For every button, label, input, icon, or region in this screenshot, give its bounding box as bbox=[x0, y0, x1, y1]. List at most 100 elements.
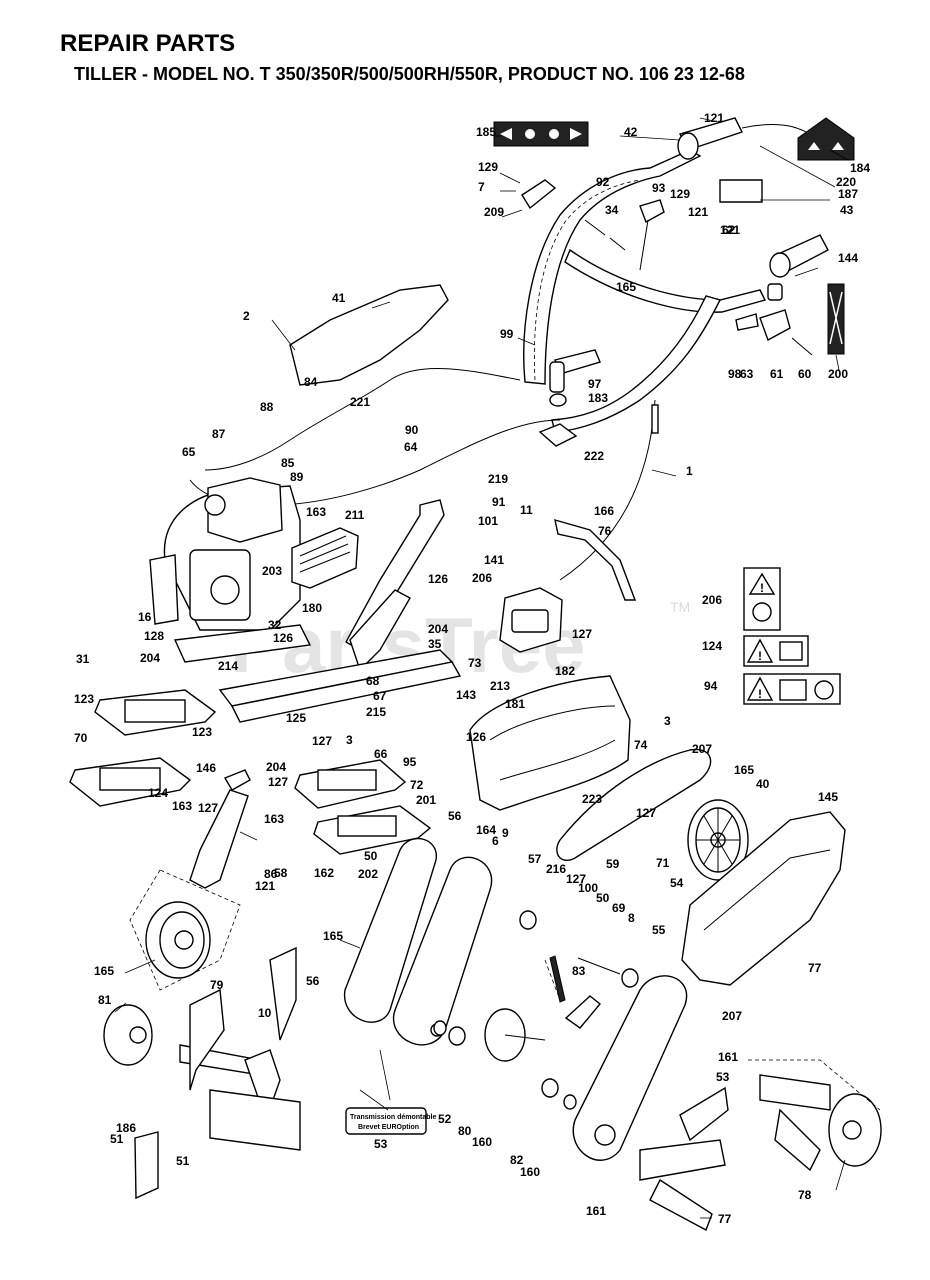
part-label: 97 bbox=[588, 377, 602, 391]
part-label: 124 bbox=[148, 786, 168, 800]
svg-text:!: ! bbox=[760, 581, 764, 595]
safety-decal-180: ! bbox=[743, 567, 781, 631]
part-label: 83 bbox=[572, 964, 586, 978]
part-label: 203 bbox=[262, 564, 282, 578]
part-label: 32 bbox=[268, 618, 282, 632]
decal-186-line1: Transmission démontable bbox=[350, 1114, 436, 1121]
part-label: 126 bbox=[273, 631, 293, 645]
part-label: 57 bbox=[528, 852, 542, 866]
part-label: 72 bbox=[410, 778, 424, 792]
part-label: 126 bbox=[428, 572, 448, 586]
part-label: 206 bbox=[702, 593, 722, 607]
part-label: 162 bbox=[314, 866, 334, 880]
part-label: 124 bbox=[702, 639, 722, 653]
part-label: 127 bbox=[268, 775, 288, 789]
part-label: 209 bbox=[484, 205, 504, 219]
part-label: 9 bbox=[502, 826, 509, 840]
part-label: 58 bbox=[274, 866, 288, 880]
part-label: 77 bbox=[808, 961, 822, 975]
part-label: 52 bbox=[438, 1112, 452, 1126]
part-label: 185 bbox=[476, 125, 496, 139]
part-label: 68 bbox=[366, 674, 380, 688]
tines-right bbox=[639, 1059, 882, 1231]
part-label: 84 bbox=[304, 375, 318, 389]
part-label: 1 bbox=[686, 464, 693, 478]
part-label: 215 bbox=[366, 705, 386, 719]
belt-74 bbox=[556, 748, 712, 861]
pulley-72 bbox=[687, 799, 749, 881]
bearing-51 bbox=[448, 1026, 466, 1046]
part-label: 143 bbox=[456, 688, 476, 702]
chain-55 bbox=[544, 959, 561, 1001]
engine-assembly bbox=[149, 477, 301, 631]
part-label: 70 bbox=[74, 731, 88, 745]
part-label: 165 bbox=[734, 763, 754, 777]
part-label: 2 bbox=[243, 309, 250, 323]
handle-knob-99 bbox=[538, 349, 601, 447]
part-label: 160 bbox=[472, 1135, 492, 1149]
part-label: 187 bbox=[838, 187, 858, 201]
part-label: 16 bbox=[138, 610, 152, 624]
part-label: 216 bbox=[546, 862, 566, 876]
part-label: 71 bbox=[656, 856, 670, 870]
part-label: 127 bbox=[636, 806, 656, 820]
decal-186-line2: Brevet EUROption bbox=[358, 1124, 419, 1131]
part-label: 80 bbox=[458, 1124, 472, 1138]
part-label: 101 bbox=[478, 514, 498, 528]
part-label: 82 bbox=[510, 1153, 524, 1167]
leader-lines bbox=[114, 117, 849, 1219]
part-label: 186 bbox=[116, 1121, 136, 1135]
decal-186: Transmission démontable Brevet EUROption bbox=[345, 1107, 436, 1135]
part-label: 50 bbox=[364, 849, 378, 863]
part-label: 69 bbox=[612, 901, 626, 915]
part-label: 98 bbox=[728, 367, 742, 381]
part-label: 89 bbox=[290, 470, 304, 484]
part-label: 11 bbox=[520, 503, 533, 517]
part-label: 54 bbox=[670, 876, 684, 890]
part-label: 164 bbox=[476, 823, 496, 837]
fender-3-upper bbox=[94, 689, 217, 736]
part-label: 204 bbox=[428, 622, 448, 636]
belt-casing-94 bbox=[469, 675, 631, 811]
part-label: 204 bbox=[266, 760, 286, 774]
part-label: 56 bbox=[306, 974, 320, 988]
part-label: 202 bbox=[358, 867, 378, 881]
part-label: 213 bbox=[490, 679, 510, 693]
part-label: 163 bbox=[306, 505, 326, 519]
part-label: 99 bbox=[500, 327, 514, 341]
part-label: 163 bbox=[172, 799, 192, 813]
part-label: 141 bbox=[484, 553, 504, 567]
part-label: 128 bbox=[144, 629, 164, 643]
heat-shield-76 bbox=[291, 527, 359, 589]
part-label: 165 bbox=[616, 280, 636, 294]
wheel-bracket-6 bbox=[189, 789, 249, 889]
part-label: 51 bbox=[110, 1132, 124, 1146]
transmission-35 bbox=[499, 587, 563, 653]
part-label: 76 bbox=[598, 524, 612, 538]
tensioner-54 bbox=[564, 995, 601, 1029]
part-label: 86 bbox=[264, 867, 278, 881]
part-label: 87 bbox=[212, 427, 226, 441]
part-label: 223 bbox=[582, 792, 602, 806]
part-label: 181 bbox=[505, 697, 525, 711]
part-label: 206 bbox=[472, 571, 492, 585]
part-label: 50 bbox=[596, 891, 610, 905]
shaft-100 bbox=[577, 957, 621, 975]
part-label: 161 bbox=[718, 1050, 738, 1064]
part-label: 64 bbox=[404, 440, 418, 454]
part-label: 42 bbox=[624, 125, 638, 139]
handle-assembly bbox=[521, 117, 829, 581]
part-label: 129 bbox=[670, 187, 690, 201]
part-label: 3 bbox=[346, 733, 353, 747]
part-label: 160 bbox=[520, 1165, 540, 1179]
part-label: 65 bbox=[182, 445, 196, 459]
bearing-53b bbox=[563, 1094, 577, 1110]
bearing-51b bbox=[541, 1078, 559, 1098]
part-label: 3 bbox=[664, 714, 671, 728]
part-label: 73 bbox=[468, 656, 482, 670]
part-label: 10 bbox=[258, 1006, 272, 1020]
part-label: 221 bbox=[350, 395, 370, 409]
decal-187 bbox=[719, 179, 763, 203]
part-label: 180 bbox=[302, 601, 322, 615]
part-label: 200 bbox=[828, 367, 848, 381]
